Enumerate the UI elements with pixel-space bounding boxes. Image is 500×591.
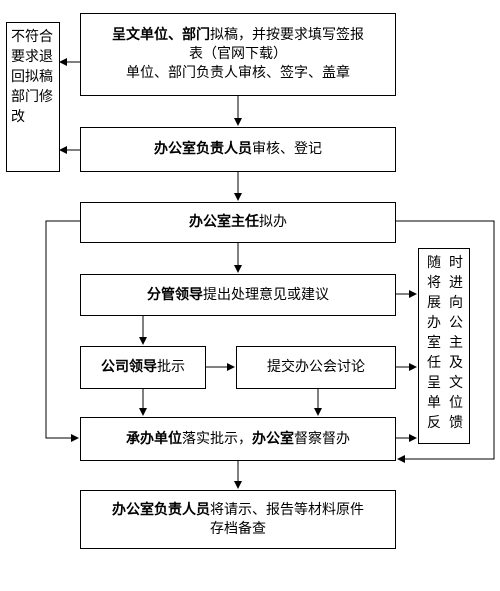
step1-form: 表（官网下载） <box>189 46 287 62</box>
step7-action: 将请示、报告等材料原件 <box>210 501 364 518</box>
step3-director-box: 办公室主任拟办 <box>80 202 396 243</box>
step7-archive-box: 办公室负责人员将请示、报告等材料原件 存档备查 <box>80 490 396 549</box>
step4-supervisor-box: 分管领导提出处理意见或建议 <box>80 274 396 316</box>
step3-role: 办公室主任 <box>189 214 259 230</box>
step5a-role: 公司领导 <box>101 359 157 375</box>
arrow-step3-step6-right <box>396 220 495 463</box>
step6-action: 落实批示， <box>182 430 252 447</box>
step6-unit: 承办单位 <box>126 430 182 447</box>
reject-text: 不符合要求退回拟稿部门修改 <box>11 29 53 125</box>
step2-office-review-box: 办公室负责人员审核、登记 <box>80 127 396 172</box>
feedback-side-box: 随将展办室任呈单反 时进向公主及文位馈 <box>418 248 470 444</box>
step4-role: 分管领导 <box>147 286 203 303</box>
arrow-step3-step6-left <box>45 220 80 442</box>
step6-supervise: 督察督办 <box>294 430 350 447</box>
step1-dept: 呈文单位、部门 <box>112 27 210 43</box>
step6-office: 办公室 <box>252 430 294 447</box>
step5a-action: 批示 <box>157 359 185 375</box>
step5b-meeting-box: 提交办公会讨论 <box>236 346 396 389</box>
step2-action: 审核、登记 <box>252 141 322 157</box>
step7-role: 办公室负责人员 <box>112 501 210 518</box>
step6-execution-box: 承办单位落实批示，办公室督察督办 <box>80 417 396 461</box>
step5a-leader-box: 公司领导批示 <box>80 346 206 389</box>
reject-box: 不符合要求退回拟稿部门修改 <box>6 22 60 172</box>
feedback-col-left: 随将展办室任呈单反 <box>427 255 441 431</box>
step1-approval: 单位、部门负责人审核、签字、盖章 <box>126 65 350 81</box>
step1-action: 拟稿，并按要求填写签报 <box>210 27 364 43</box>
step7-archive: 存档备查 <box>210 520 266 537</box>
feedback-col-right: 时进向公主及文位馈 <box>449 255 463 431</box>
step2-role: 办公室负责人员 <box>154 141 252 157</box>
step4-action: 提出处理意见或建议 <box>203 286 329 303</box>
step1-drafting-box: 呈文单位、部门拟稿，并按要求填写签报 表（官网下载） 单位、部门负责人审核、签字… <box>80 13 396 96</box>
step3-action: 拟办 <box>259 214 287 230</box>
step5b-text: 提交办公会讨论 <box>267 359 365 375</box>
